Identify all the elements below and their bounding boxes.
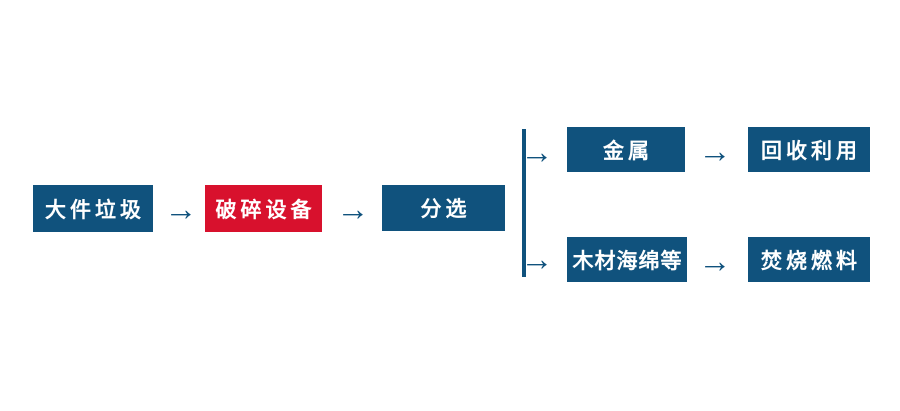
branch-connector-line	[522, 129, 526, 277]
node-incineration-fuel: 焚烧燃料	[748, 237, 870, 282]
arrow-right-icon: →	[336, 189, 370, 227]
node-metal: 金属	[567, 127, 685, 172]
branch-arrow-bottom-icon: →	[520, 239, 554, 277]
node-bulky-waste: 大件垃圾	[33, 185, 153, 232]
branch-arrow-top-icon: →	[520, 132, 554, 170]
node-crushing-equipment: 破碎设备	[205, 185, 322, 232]
node-recycling: 回收利用	[748, 127, 870, 172]
node-sorting: 分选	[382, 185, 505, 231]
arrow-right-icon: →	[698, 131, 732, 169]
node-wood-sponge: 木材海绵等	[567, 237, 687, 282]
arrow-right-icon: →	[164, 189, 198, 227]
arrow-right-icon: →	[698, 241, 732, 279]
